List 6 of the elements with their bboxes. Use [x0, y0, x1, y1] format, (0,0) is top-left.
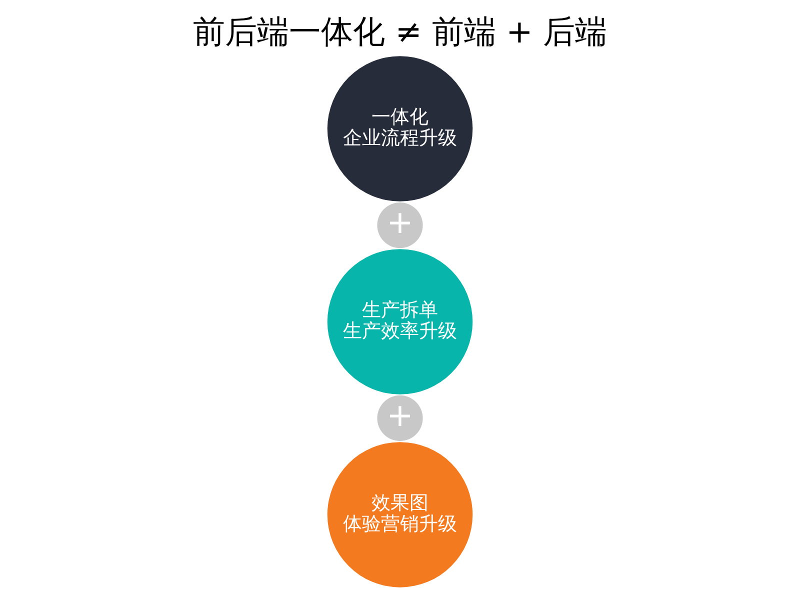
node-circle: 生产拆单 生产效率升级	[327, 249, 473, 394]
node-circle: +	[377, 395, 423, 441]
node-circle: 一体化 企业流程升级	[327, 56, 473, 202]
node-circle: +	[377, 202, 423, 248]
diagram-title: 前后端一体化 ≠ 前端 + 后端	[193, 13, 607, 50]
node-circle: 效果图 体验营销升级	[327, 442, 473, 588]
